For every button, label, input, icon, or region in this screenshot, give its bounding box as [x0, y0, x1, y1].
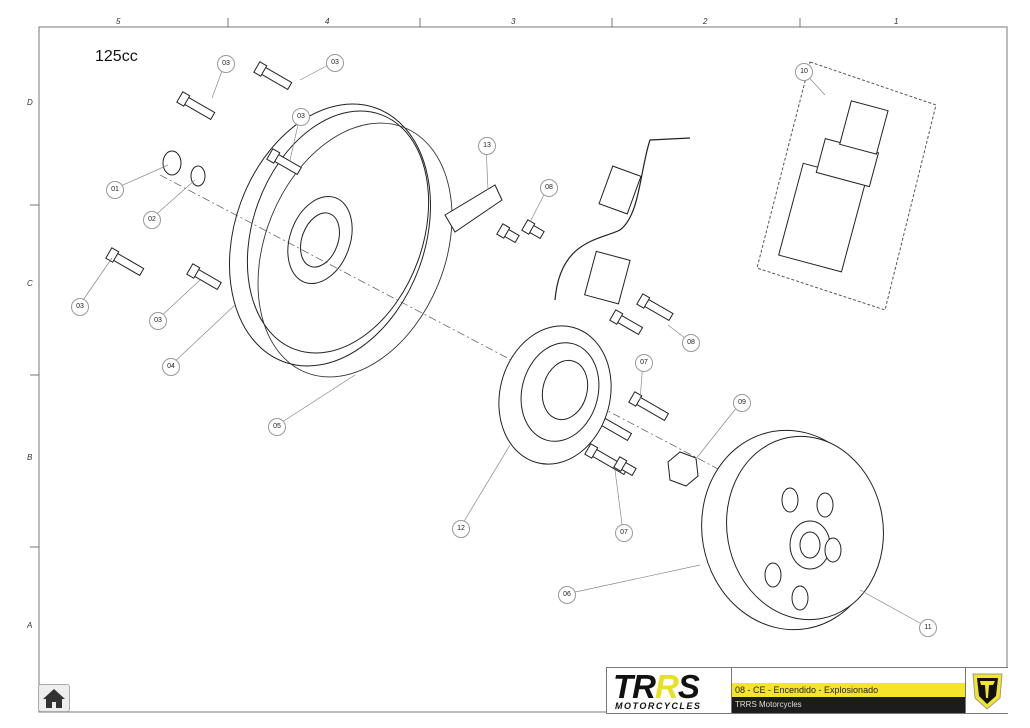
trrs-logo: TRRS MOTORCYCLES [607, 668, 732, 713]
trrs-shield-logo [965, 668, 1009, 713]
seal [162, 150, 182, 176]
puller-tool [778, 100, 889, 273]
part-callout: 07 [635, 354, 653, 372]
part-callout: 08 [682, 334, 700, 352]
grid-row-label: B [27, 453, 33, 462]
part-callout: 05 [268, 418, 286, 436]
part-callout: 03 [217, 55, 235, 73]
engine-displacement-label: 125cc [95, 48, 138, 65]
grid-column-label: 4 [325, 17, 330, 26]
part-callout: 01 [106, 181, 124, 199]
bolts [105, 61, 674, 477]
part-callout: 06 [558, 586, 576, 604]
gasket [257, 122, 453, 378]
leader-line [150, 179, 196, 220]
nut [667, 451, 699, 487]
home-button[interactable] [38, 684, 70, 712]
part-callout: 03 [71, 298, 89, 316]
leader-line [614, 469, 624, 533]
wiring [554, 137, 691, 301]
leader-line [565, 564, 701, 595]
grid-column-label: 3 [511, 17, 516, 26]
flywheel [701, 429, 884, 631]
grid-column-label: 5 [116, 17, 121, 26]
leader-line [169, 304, 236, 367]
grid-row-label: D [27, 98, 33, 107]
grid-column-label: 2 [703, 17, 708, 26]
company-name: TRRS Motorcycles [732, 697, 965, 713]
leader-line [694, 401, 742, 461]
o-ring [190, 165, 206, 187]
part-callout: 04 [162, 358, 180, 376]
part-callout: 03 [149, 312, 167, 330]
document-name: 08 - CE - Encendido - Explosionado [732, 683, 965, 697]
part-callout: 10 [795, 63, 813, 81]
pickup-bracket [444, 184, 503, 233]
logo-text: TRRS [613, 668, 700, 705]
part-callout: 12 [452, 520, 470, 538]
part-callout: 03 [326, 54, 344, 72]
logo-subtext: MOTORCYCLES [615, 701, 702, 711]
part-callout: 03 [292, 108, 310, 126]
leader-line [275, 374, 356, 427]
part-callout: 11 [919, 619, 937, 637]
grid-row-label: C [27, 279, 33, 288]
part-callout: 08 [540, 179, 558, 197]
home-icon [43, 689, 65, 708]
grid-column-label: 1 [894, 17, 899, 26]
grid-row-label: A [27, 621, 33, 630]
drawing-frame [38, 26, 1008, 713]
part-callout: 07 [615, 524, 633, 542]
part-callout: 09 [733, 394, 751, 412]
ignition-cover [228, 103, 432, 367]
leader-line [156, 279, 201, 321]
part-callout: 02 [143, 211, 161, 229]
title-block: TRRS MOTORCYCLES 08 - CE - Encendido - E… [606, 667, 1008, 714]
stator [498, 325, 612, 465]
part-callout: 13 [478, 137, 496, 155]
leader-line [459, 444, 511, 529]
leader-line [859, 589, 928, 628]
puller-box [756, 61, 937, 311]
leader-line [78, 257, 113, 307]
